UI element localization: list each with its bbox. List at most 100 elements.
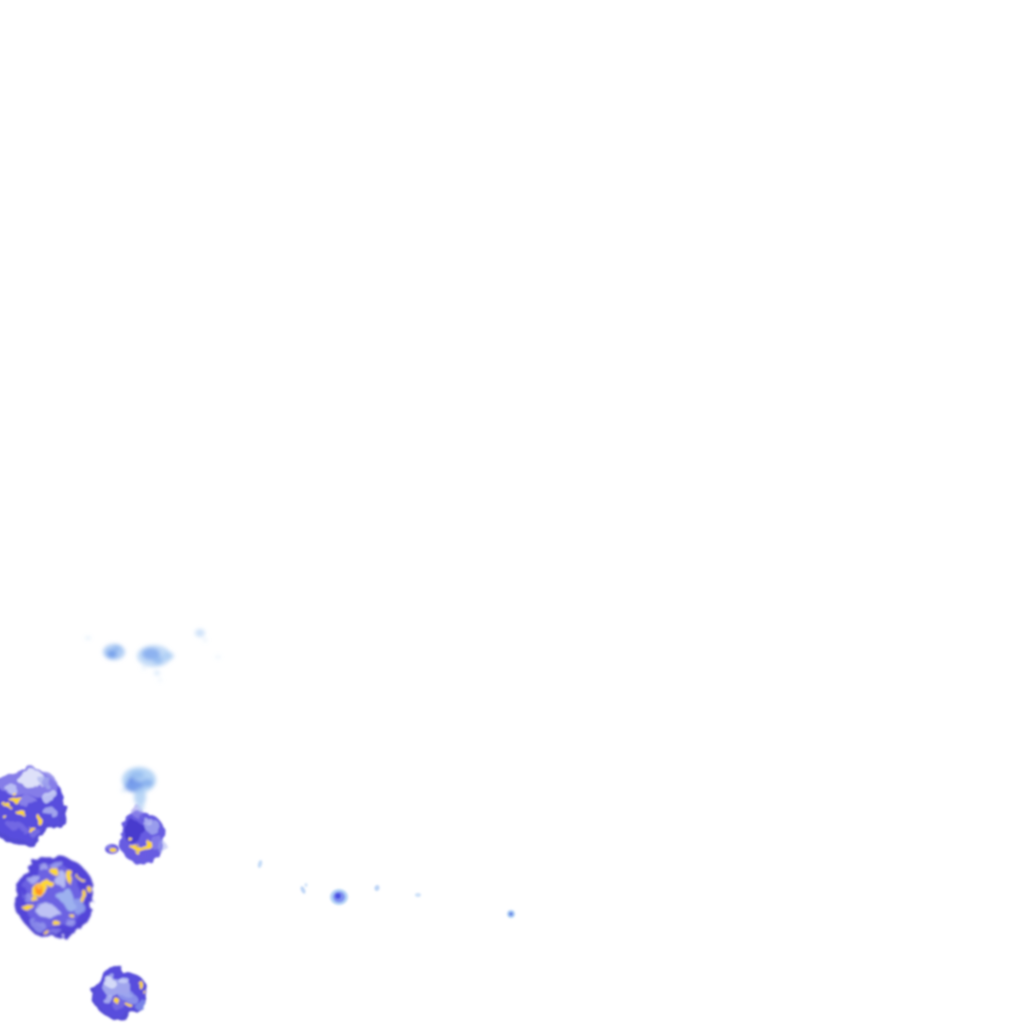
heatmap-shape: [162, 652, 174, 660]
heatmap-shape: [127, 1004, 133, 1008]
heatmap-shape: [51, 862, 65, 870]
heatmap-dot-c: [415, 893, 421, 897]
heatmap-shape: [113, 645, 121, 651]
heatmap-shape: [42, 930, 50, 934]
heatmap-shape: [141, 816, 151, 824]
heatmap-shape: [137, 803, 145, 811]
heatmap-shape: [16, 811, 26, 815]
heatmap-shape: [154, 671, 160, 675]
heatmap-shape: [42, 881, 54, 887]
heatmap-shape: [216, 655, 220, 659]
heatmap-shape: [27, 873, 39, 883]
heatmap-shape: [37, 816, 43, 826]
heatmap-blob-mid-yellow-arc: [118, 805, 168, 864]
heatmap-shape: [127, 836, 131, 840]
heatmap-shape: [104, 979, 116, 987]
heatmap-shape: [135, 850, 139, 854]
heatmap-shape: [54, 922, 62, 928]
heatmap-shape: [158, 678, 162, 682]
heatmap-mark-a: [300, 883, 308, 894]
heatmap-shape: [19, 796, 37, 808]
blob-layer: [0, 629, 515, 1019]
heatmap-shape: [142, 990, 146, 994]
heatmap-shape: [4, 816, 8, 820]
heatmap-shape: [107, 650, 117, 658]
heatmap-shape: [70, 898, 84, 912]
heatmap-shape: [29, 896, 37, 900]
heatmap-shape: [39, 786, 55, 802]
heatmap-patch-light-blue: [121, 767, 156, 811]
heatmap-shape: [118, 976, 128, 984]
heatmap-shape: [143, 840, 151, 846]
heatmap-shape: [134, 788, 146, 806]
heatmap-shape: [121, 991, 135, 1003]
heatmap-shape: [112, 1002, 128, 1010]
heatmap-shape: [5, 805, 13, 809]
heatmap-shape: [203, 638, 207, 642]
heatmap-blob-left-edge: [0, 768, 64, 843]
heatmap-shape: [45, 808, 57, 818]
heatmap-shape: [78, 876, 82, 880]
heatmap-shape: [141, 779, 153, 787]
heatmap-shape: [300, 886, 306, 894]
heatmap-shape: [16, 770, 44, 786]
heatmap-shape: [138, 980, 142, 988]
heatmap-shape: [26, 827, 36, 831]
heatmap-shape: [415, 893, 421, 897]
heatmap-shape: [2, 802, 6, 806]
heatmap-shape: [11, 791, 15, 795]
heatmap-streak-b: [374, 885, 380, 891]
heatmap-shape: [49, 931, 65, 937]
heatmap-shape: [20, 891, 30, 899]
heatmap-shape: [158, 842, 168, 854]
heatmap-shape: [123, 821, 145, 843]
heatmap-shape: [85, 636, 91, 640]
heatmap-shape: [102, 995, 114, 1003]
heatmap-shape: [257, 860, 263, 868]
heatmap-dot-main: [330, 889, 348, 905]
heatmap-shape: [142, 666, 146, 670]
heatmap-shape: [81, 891, 87, 903]
heatmap-shape: [59, 888, 73, 906]
heatmap-speck-yellow-dot: [105, 844, 119, 854]
heatmap-blob-big-hotspot: [16, 855, 94, 939]
heatmap-shape: [195, 629, 205, 637]
heatmap-shape: [121, 788, 127, 792]
heatmap-shape: [28, 830, 42, 836]
heatmap-shape: [153, 656, 163, 664]
heatmap-shape: [65, 918, 75, 926]
heatmap-shape: [509, 912, 513, 916]
heatmap-shape: [106, 845, 112, 849]
heatmap-shape: [37, 904, 57, 918]
heatmap-shape: [39, 865, 49, 871]
heatmap-shape: [9, 797, 23, 803]
heatmap-faint-specks-top: [85, 629, 220, 659]
heatmap-shape: [31, 921, 45, 929]
heatmap-shape: [128, 777, 134, 783]
heatmap-shape: [335, 893, 341, 899]
heatmap-shape: [131, 850, 149, 860]
heatmap-shape: [109, 848, 117, 852]
heatmap-blob-bottom: [92, 969, 148, 1019]
heatmap-shape: [88, 887, 92, 893]
heatmap-dot-right: [507, 910, 515, 918]
heatmap-shape: [116, 1001, 122, 1005]
heatmap-shape: [66, 910, 70, 914]
heatmap-shape: [50, 869, 60, 875]
heatmap-shape: [10, 824, 26, 832]
heatmap-streak-mid: [257, 860, 263, 868]
heatmap-shape: [134, 998, 146, 1010]
heatmap-shape: [70, 873, 76, 887]
heatmap-shape: [38, 776, 50, 784]
heatmap-shape: [39, 887, 43, 891]
heatmap-shape: [130, 771, 144, 779]
heatmap-shape: [374, 885, 380, 891]
heatmap-smudge-a: [103, 644, 125, 660]
heatmap-shape: [304, 883, 308, 887]
heatmap-shape: [22, 903, 34, 911]
heatmap-smudge-b: [137, 645, 174, 682]
heatmap-shape: [6, 785, 18, 793]
